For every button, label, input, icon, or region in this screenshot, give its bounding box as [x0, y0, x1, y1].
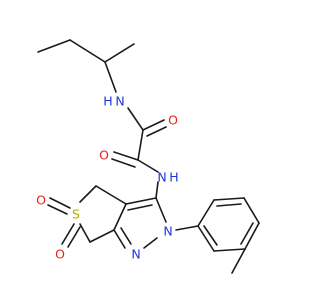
bond-c2-o2-b [111, 158, 136, 168]
bond-n2-c3 [155, 181, 159, 199]
bond-n2-n1 [143, 237, 158, 249]
bond-ar1-ar2 [197, 199, 215, 227]
atom-labels: N H O O N H N N S O O [36, 94, 179, 262]
bond-ar2-ar3 [213, 197, 245, 201]
bond-n2-aryl [175, 225, 199, 231]
bond-ar4-ar5 [244, 222, 260, 250]
bond-ch2-top-s [79, 185, 97, 203]
bond-ar5-methyl [231, 248, 246, 274]
bond-ar2-ar3-inner [216, 203, 242, 207]
bond-ar3-ar4 [243, 197, 260, 224]
bond-n1-c6a-b [120, 227, 132, 245]
bond-ch2-bottom-c6a [89, 229, 115, 243]
bond-c3-n2 [155, 197, 167, 223]
bond-n-c1 [127, 107, 144, 131]
atom-o-sulfone1: O [36, 193, 46, 208]
atom-o-carbonyl2: O [99, 148, 109, 163]
bond-ethyl-ch2 [69, 39, 106, 63]
atom-n-pyrazole1: N [131, 247, 140, 262]
bond-c3a-c3-b [127, 204, 153, 211]
bond-s-o1-b [47, 204, 68, 215]
bond-ch-methyl [104, 43, 135, 63]
bond-c3a-ch2-top [95, 185, 127, 205]
bond-ar4-ar5-inner [240, 222, 254, 245]
bond-ar6-ar1-inner [203, 225, 218, 246]
atom-n-amide1: N [115, 94, 124, 109]
bond-c1-c2 [137, 129, 144, 161]
bond-s-o2-a [61, 223, 75, 245]
bond-c1-o1-a [142, 119, 165, 131]
atom-h-amide2: H [169, 170, 178, 185]
bond-c6a-c3a [113, 203, 127, 231]
bond-s-o2-b [67, 226, 81, 248]
atom-o-sulfone2: O [55, 247, 65, 262]
atom-h-amide1: H [103, 94, 112, 109]
bond-ar5-ar6 [213, 248, 246, 252]
bond-ch-n [104, 61, 117, 93]
atom-n-pyrazole2: N [163, 224, 172, 239]
bond-c2-o2-a [113, 151, 139, 161]
bond-ethyl-ch3 [37, 39, 71, 53]
bond-c2-n2 [137, 159, 159, 173]
bond-c3a-c3-a [125, 197, 157, 205]
bond-n1-c6a-a [113, 229, 126, 249]
atom-s-sulfone: S [72, 207, 80, 222]
bond-s-ch2-bottom [79, 223, 91, 243]
bonds [37, 39, 260, 274]
bond-s-o1-a [49, 197, 71, 209]
bond-c1-o1-b [146, 126, 167, 137]
atom-n-amide2: N [157, 170, 166, 185]
atom-o-carbonyl1: O [168, 113, 178, 128]
molecule-structure: N H O O N H N N S O O [36, 39, 260, 274]
bond-ar6-ar1 [197, 225, 215, 252]
